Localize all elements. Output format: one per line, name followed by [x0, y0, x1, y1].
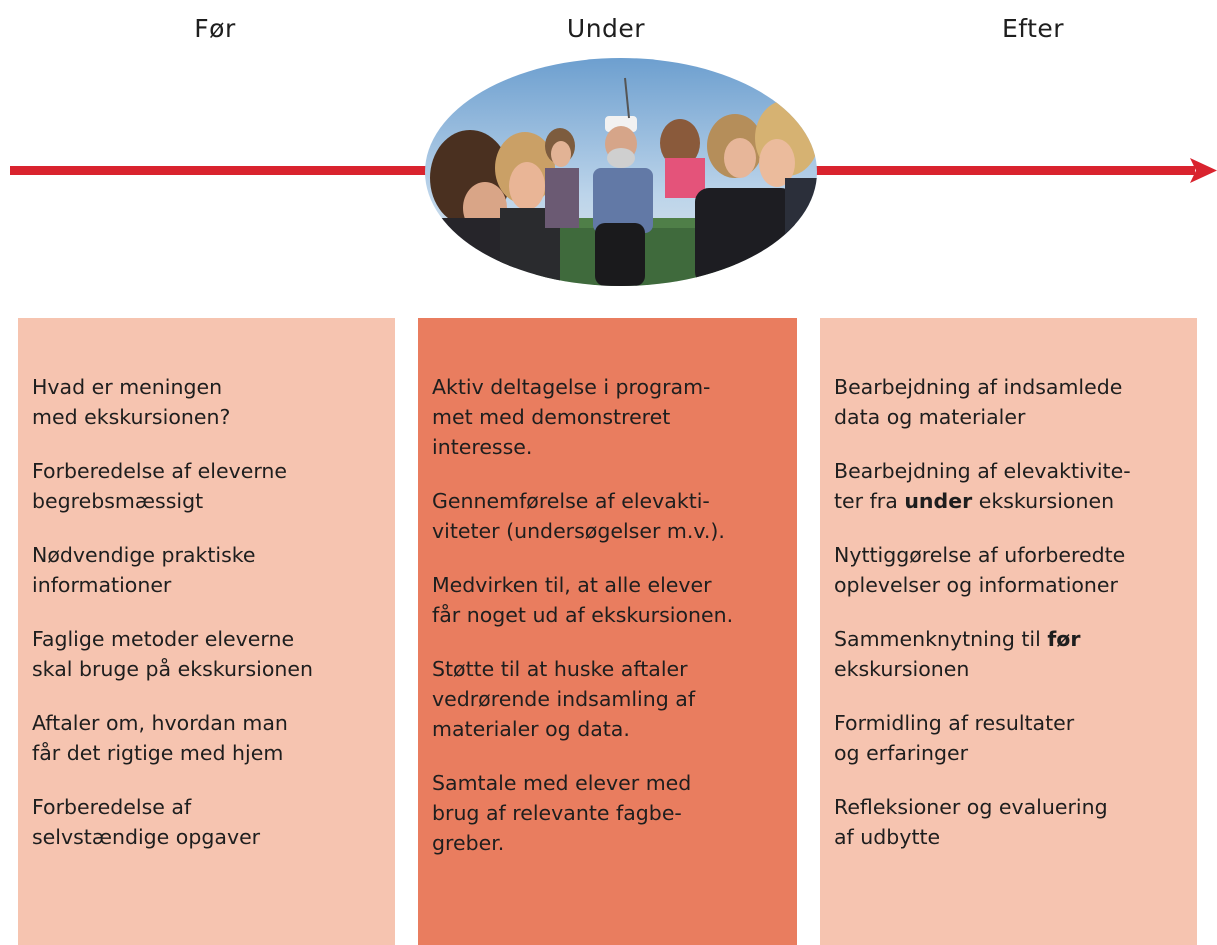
before-item: Forberedelse af eleverne begrebsmæssigt — [32, 459, 288, 513]
phase-title-during: Under — [566, 14, 646, 43]
after-item: Bearbejdning af indsamlede data og mater… — [834, 375, 1123, 429]
after-item: Formidling af resultater og erfaringer — [834, 711, 1075, 765]
column-during: Aktiv deltagelse i program- met med demo… — [418, 318, 797, 945]
timeline-line-left — [10, 166, 440, 175]
after-item: Refleksioner og evaluering af udbytte — [834, 795, 1108, 849]
after-item-text: ekskursionen — [834, 657, 970, 681]
column-before: Hvad er meningen med ekskursionen? Forbe… — [18, 318, 395, 945]
after-item-text: ekskursionen — [972, 489, 1115, 513]
after-item-emphasis: før — [1047, 627, 1081, 651]
during-item: Medvirken til, at alle elever får noget … — [432, 573, 734, 627]
column-after: Bearbejdning af indsamlede data og mater… — [820, 318, 1197, 945]
phase-title-after: Efter — [1001, 14, 1065, 43]
after-item: Bearbejdning af elevaktivite- ter fra un… — [834, 456, 1197, 516]
during-item: Støtte til at huske aftaler vedrørende i… — [432, 657, 696, 741]
during-item: Gennemførelse af elevakti- viteter (unde… — [432, 489, 725, 543]
before-item: Hvad er meningen med ekskursionen? — [32, 375, 231, 429]
after-item: Nyttiggørelse af uforberedte oplevelser … — [834, 543, 1126, 597]
during-item: Aktiv deltagelse i program- met med demo… — [432, 375, 711, 459]
phase-title-before: Før — [194, 14, 236, 43]
excursion-photo — [425, 58, 817, 286]
after-item-text: Sammenknytning til — [834, 627, 1048, 651]
before-item: Forberedelse af selvstændige opgaver — [32, 795, 261, 849]
before-item: Faglige metoder eleverne skal bruge på e… — [32, 627, 313, 681]
during-item: Samtale med elever med brug af relevante… — [432, 771, 692, 855]
before-item: Aftaler om, hvordan man får det rigtige … — [32, 711, 288, 765]
before-item: Nødvendige praktiske informationer — [32, 543, 256, 597]
arrow-head-icon — [1190, 158, 1217, 183]
after-item-text: Bearbejdning af elevaktivite- ter fra — [834, 459, 1131, 513]
after-item: Sammenknytning til før ekskursionen — [834, 624, 1197, 684]
timeline-line-right — [790, 166, 1195, 175]
after-item-emphasis: under — [904, 489, 973, 513]
